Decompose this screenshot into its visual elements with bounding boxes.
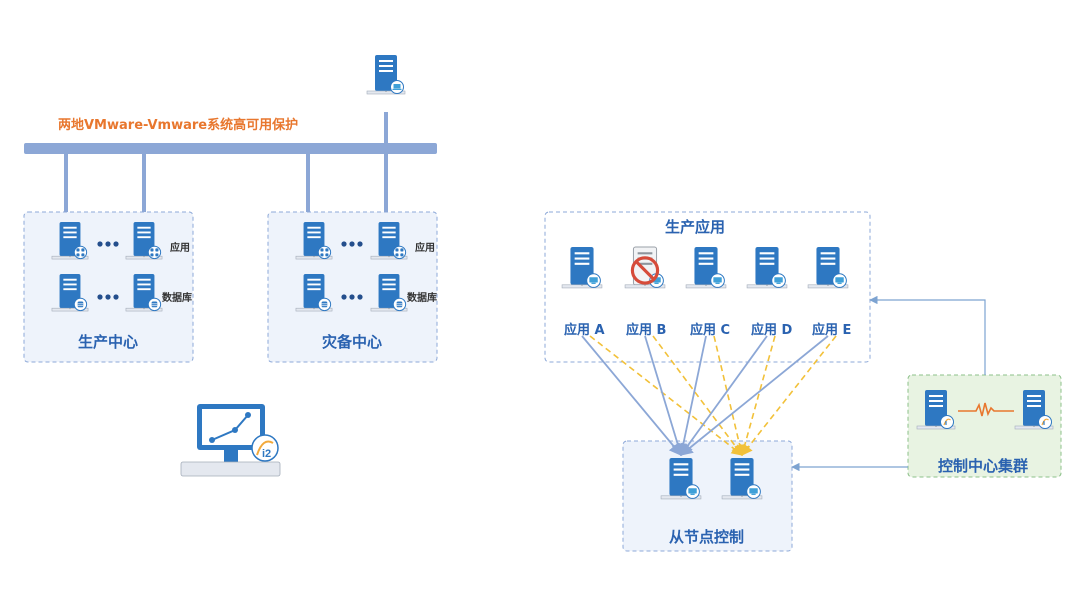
- app-to-slave-link: [644, 335, 684, 457]
- control-cluster-label: 控制中心集群: [938, 457, 1029, 475]
- app-to-slave-dashed-link: [652, 335, 743, 456]
- app-label: 应用 B: [626, 323, 667, 338]
- slave-control-label: 从节点控制: [669, 528, 745, 546]
- ellipsis-icon: [341, 241, 363, 247]
- prod-app-server-icon: [125, 222, 163, 260]
- production-apps-label: 生产应用: [665, 218, 726, 236]
- app-to-slave-dashed-link: [713, 335, 746, 457]
- heartbeat-link: [958, 402, 1014, 417]
- failed-app-server-icon: [624, 246, 666, 289]
- app-to-slave-dashed-link: [739, 335, 776, 457]
- app-to-slave-link: [677, 335, 707, 457]
- app-label: 应用 D: [751, 323, 793, 338]
- prod-db-server-icon: [51, 274, 89, 312]
- app-to-slave-link: [680, 335, 829, 456]
- app-to-slave-link: [581, 335, 682, 456]
- ellipsis-icon: [97, 294, 119, 300]
- prod-db-role-label: 数据库: [162, 293, 192, 304]
- control-links: [791, 295, 986, 472]
- prod-app-role-label: 应用: [170, 243, 190, 254]
- app-label: 应用 E: [812, 323, 852, 338]
- prod-db-server-icon: [125, 274, 163, 312]
- app-label: 应用 C: [690, 323, 731, 338]
- dr-app-server-icon: [370, 222, 408, 260]
- console-badge-text: i2: [262, 448, 271, 460]
- diagram-title: 两地VMware-Vmware系统高可用保护: [58, 118, 299, 133]
- ellipsis-icon: [341, 294, 363, 300]
- prod-app-server-icon: [51, 222, 89, 260]
- bus-connectors: [64, 112, 388, 212]
- control-node-server-icon: [916, 390, 956, 430]
- app-server-icon: [807, 247, 849, 289]
- management-console: i2: [180, 404, 281, 477]
- app-server-icon: [746, 247, 788, 289]
- dr-app-role-label: 应用: [415, 243, 435, 254]
- app-server-icon: [685, 247, 727, 289]
- dr-app-server-icon: [295, 222, 333, 260]
- app-label: 应用 A: [564, 323, 605, 338]
- ellipsis-icon: [97, 241, 119, 247]
- app-server-icon: [561, 247, 603, 289]
- dr-db-server-icon: [295, 274, 333, 312]
- dr-db-role-label: 数据库: [407, 293, 437, 304]
- monitoring-server-icon: [366, 55, 406, 95]
- app-to-slave-link: [680, 335, 768, 457]
- dr-db-server-icon: [370, 274, 408, 312]
- slave-node-server-icon: [721, 458, 763, 500]
- control-node-server-icon: [1014, 390, 1054, 430]
- production-center-label: 生产中心: [78, 333, 139, 351]
- network-bus: [24, 143, 437, 154]
- app-to-slave-dashed-link: [589, 335, 743, 456]
- app-to-slave-dashed-link: [741, 335, 837, 456]
- slave-node-server-icon: [660, 458, 702, 500]
- dr-center-label: 灾备中心: [322, 333, 383, 351]
